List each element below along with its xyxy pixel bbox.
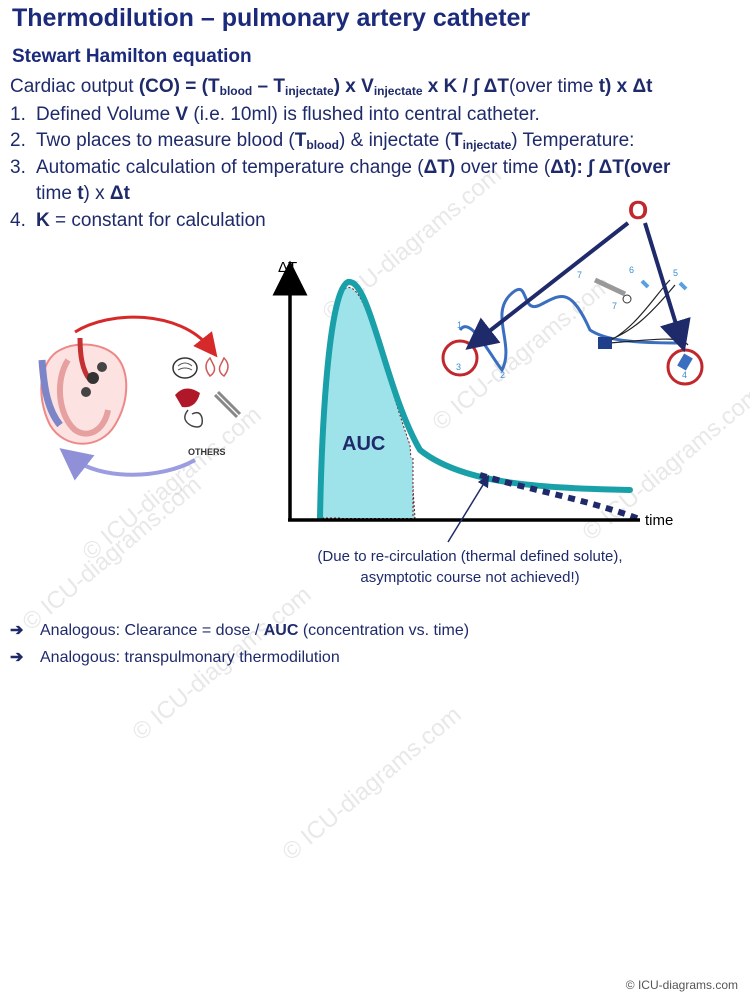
port-label: 6 [629,265,634,275]
catheter-hub [598,337,612,349]
catheter-tube [458,287,681,373]
step-bold: V [175,104,189,125]
port-label: 1 [457,320,462,330]
step-number: 3. [10,157,26,178]
syringe-icon [593,277,627,297]
analogy-2: ➔ Analogous: transpulmonary thermodilutio… [10,647,340,667]
step-text: (i.e. 10ml) is flushed into central cath… [188,104,540,125]
equation-line: Cardiac output (CO) = (Tblood – Tinjecta… [10,76,652,98]
recirculation-dashed-curve [479,472,644,523]
equation-over: (over time [508,76,599,97]
heart-icon [38,337,128,445]
stopcock [622,294,632,304]
equation-sub-blood: blood [219,84,253,98]
analogy-text: Analogous: Clearance = dose / [40,622,264,639]
watermark: © ICU-diagrams.com [17,471,207,637]
pressure-port-icon [640,279,688,291]
arterial-flow-arrow [74,315,218,358]
step-bold: T [294,130,307,151]
port-label: 5 [673,268,678,278]
indicator-curve [317,279,633,521]
organs-icon [172,356,242,428]
step-text: time [36,183,78,204]
catheter-big-label: O [628,195,648,225]
step-text: = constant for calculation [49,210,266,231]
port-label: 7 [612,301,617,311]
recirculation-note: (Due to re-circulation (thermal defined … [317,548,623,586]
arrow-right-icon: ➔ [10,622,24,639]
watermark: © ICU-diagrams.com [277,701,467,867]
auc-label: AUC [342,433,385,455]
equation-dash: – T [252,76,285,97]
step-bold: t [77,183,84,204]
equation-sub-injectate: injectate [285,84,334,98]
catheter-diagram: O 1 2 3 4 5 6 7 7 [441,195,704,386]
step-number: 1. [10,104,26,125]
step-bold: Δt): [550,157,583,178]
others-label: OTHERS [188,447,226,457]
step-4: 4. K = constant for calculation [10,210,266,232]
equation-k: x K / ∫ ΔT [422,76,509,97]
page-title: Thermodilution – pulmonary artery cathet… [12,4,531,32]
port-label: 7 [577,270,582,280]
step-text: Two places to measure blood ( [36,130,295,151]
equation-text: Cardiac output [10,76,139,97]
step-text: Automatic calculation of temperature cha… [36,157,424,178]
venous-return-arrow [59,448,196,481]
measure-circle-distal [441,339,479,377]
port-label: 4 [682,370,687,380]
pointer-arrow-proximal [643,222,691,353]
pointer-arrow-distal [465,221,630,350]
step-3-continued: time t) x Δt [10,183,130,205]
y-axis-label: ΔT [278,259,297,276]
page-subtitle: Stewart Hamilton equation [12,46,252,67]
thermistor-connector [677,353,693,371]
step-text: ) Temperature: [511,130,635,151]
equation-v: ) x V [333,76,374,97]
step-number: 2. [10,130,26,151]
analogy-bold: AUC [263,622,299,639]
step-2: 2.Two places to measure blood (Tblood) &… [10,130,634,152]
step-text: ) & injectate ( [339,130,451,151]
step-bold: ∫ ΔT(over [582,157,671,178]
equation-sub-injectate2: injectate [373,84,423,98]
heart-circulation-diagram: OTHERS [38,315,242,481]
analogy-1: ➔ Analogous: Clearance = dose / AUC (conc… [10,620,469,640]
port-label: 2 [500,370,505,380]
x-axis-label: time [645,512,673,529]
thermodilution-curve-chart: ΔT time AUC [272,259,673,529]
equation-co: (CO) = (T [138,76,220,97]
step-sub: blood [306,138,340,152]
step-bold: K [36,210,50,231]
analogy-text: (concentration vs. time) [298,622,470,639]
note-pointer [447,474,490,543]
footer-copyright: © ICU-diagrams.com [625,978,738,992]
step-1: 1. Defined Volume V (i.e. 10ml) is flushe… [10,104,540,126]
step-bold: Δt [109,183,130,204]
arrow-right-icon: ➔ [10,649,24,666]
step-number: 4. [10,210,26,231]
step-bold: T [450,130,463,151]
auc-area-extension [340,420,413,518]
analogy-text: Analogous: transpulmonary thermodilution [40,649,340,666]
equation-dt: ) x Δt [605,76,653,97]
port-label: 3 [456,362,461,372]
step-3: 3. Automatic calculation of temperature c… [10,157,670,179]
step-sub: injectate [462,138,512,152]
step-text: over time ( [455,157,551,178]
equation-t: t [598,76,606,97]
step-text: Defined Volume [36,104,176,125]
step-bold: ΔT) [423,157,456,178]
step-text: ) x [83,183,110,204]
